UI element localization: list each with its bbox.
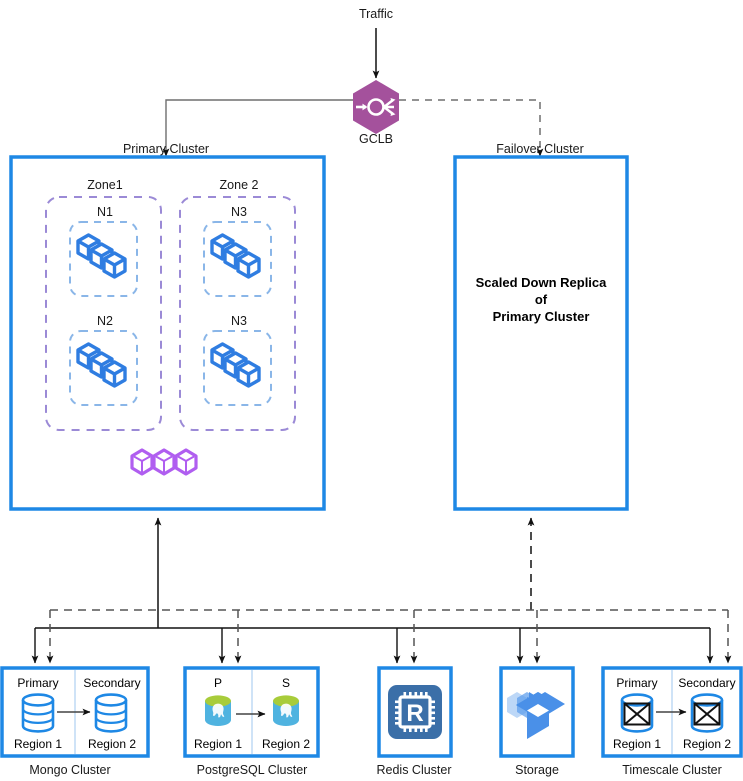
redis-cluster-title: Redis Cluster xyxy=(376,763,451,777)
mongo-right-role: Secondary xyxy=(83,676,140,690)
zone2-box[interactable] xyxy=(179,196,296,431)
postgres-left-role: P xyxy=(214,676,222,690)
postgres-right-region: Region 2 xyxy=(262,737,310,751)
postgresql-elephant-icon xyxy=(205,695,231,726)
postgres-cluster-title: PostgreSQL Cluster xyxy=(197,763,308,777)
node-n2-label: N2 xyxy=(97,314,113,328)
mongo-right-region: Region 2 xyxy=(88,737,136,751)
redis-chip-icon xyxy=(386,683,444,741)
failover-cluster-box[interactable] xyxy=(453,155,629,511)
failover-body-line-3: Primary Cluster xyxy=(493,309,590,324)
dashed-failover-bus xyxy=(46,517,732,664)
postgres-left-region: Region 1 xyxy=(194,737,242,751)
postgres-right-role: S xyxy=(282,676,290,690)
mongo-left-role: Primary xyxy=(17,676,58,690)
zone1-label: Zone1 xyxy=(87,178,122,192)
failover-body-line-2: of xyxy=(535,292,548,307)
gclb-label: GCLB xyxy=(359,132,393,146)
node-n3-b-label: N3 xyxy=(231,314,247,328)
mongo-cluster-title: Mongo Cluster xyxy=(29,763,110,777)
timescale-right-region: Region 2 xyxy=(683,737,731,751)
node-n3-a-label: N3 xyxy=(231,205,247,219)
gclb-hexagon xyxy=(353,80,399,134)
zone1-box[interactable] xyxy=(45,196,162,431)
timescale-left-role: Primary xyxy=(616,676,657,690)
zone2-label: Zone 2 xyxy=(220,178,259,192)
mongo-left-region: Region 1 xyxy=(14,737,62,751)
timescale-right-role: Secondary xyxy=(678,676,735,690)
timescale-cluster-title: Timescale Cluster xyxy=(622,763,722,777)
primary-cluster-label: Primary Cluster xyxy=(123,142,209,156)
failover-cluster-label: Failover Cluster xyxy=(496,142,584,156)
purple-hex-pods-icon xyxy=(130,448,198,476)
gclb-node[interactable]: GCLB xyxy=(353,80,399,146)
failover-body-line-1: Scaled Down Replica xyxy=(476,275,608,290)
storage-title: Storage xyxy=(515,763,559,777)
traffic-node: Traffic xyxy=(359,7,393,21)
traffic-label: Traffic xyxy=(359,7,393,21)
node-n1-label: N1 xyxy=(97,205,113,219)
timescale-left-region: Region 1 xyxy=(613,737,661,751)
postgresql-elephant-icon xyxy=(273,695,299,726)
gclb-to-primary-connector xyxy=(162,99,353,157)
solid-data-bus xyxy=(31,517,714,664)
